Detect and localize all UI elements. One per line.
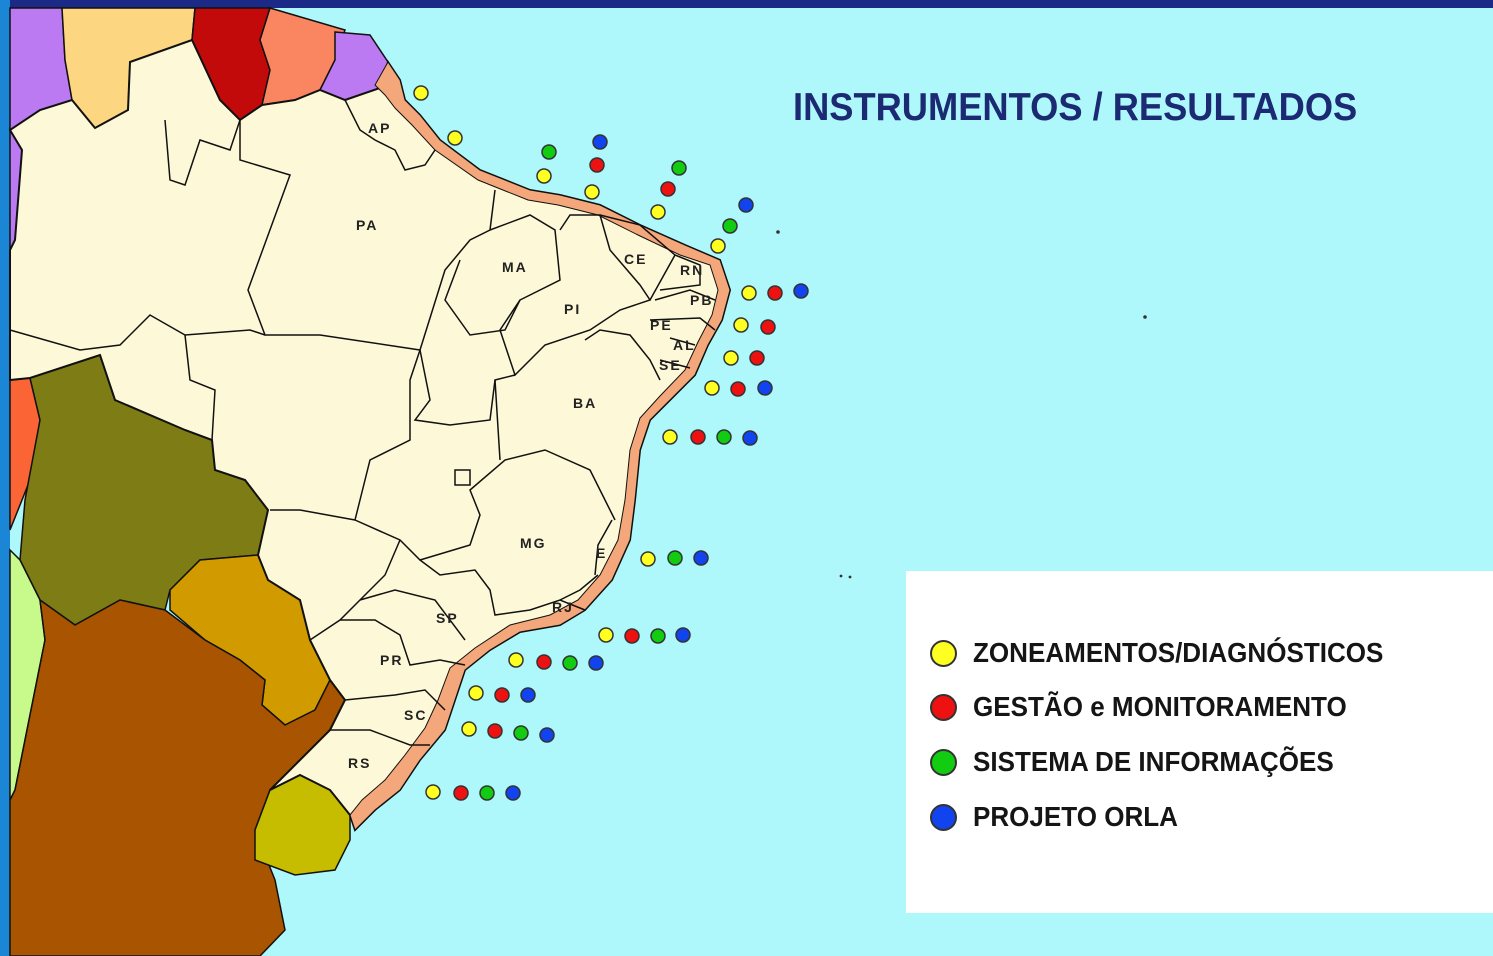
indicator-dot-gestao <box>487 723 503 739</box>
indicator-dot-sistema <box>716 429 732 445</box>
indicator-dot-zoneamentos <box>640 551 656 567</box>
state-label-ce: CE <box>624 251 647 267</box>
indicator-dot-zoneamentos <box>468 685 484 701</box>
state-labels: AP PA MA PI CE RN PB PE AL SE BA MG E RJ… <box>348 120 713 771</box>
indicator-dot-sistema <box>513 725 529 741</box>
indicator-dot-orla <box>742 430 758 446</box>
legend-label: PROJETO ORLA <box>973 801 1178 832</box>
state-label-al: AL <box>673 337 696 353</box>
indicator-dot-zoneamentos <box>662 429 678 445</box>
indicator-dot-sistema <box>562 655 578 671</box>
page-title: INSTRUMENTOS / RESULTADOS <box>793 86 1358 129</box>
indicator-dot-gestao <box>767 285 783 301</box>
indicator-dot-zoneamentos <box>584 184 600 200</box>
indicator-dot-gestao <box>690 429 706 445</box>
legend-label: SISTEMA DE INFORMAÇÕES <box>973 746 1334 777</box>
indicator-dot-zoneamentos <box>425 784 441 800</box>
indicator-dot-gestao <box>536 654 552 670</box>
indicator-dot-orla <box>505 785 521 801</box>
indicator-dot-zoneamentos <box>598 627 614 643</box>
indicator-dot-gestao <box>660 181 676 197</box>
state-label-pi: PI <box>564 301 581 317</box>
indicator-dot-orla <box>539 727 555 743</box>
legend-item-gestao: GESTÃO e MONITORAMENTO <box>930 687 1375 727</box>
legend-item-sistema: SISTEMA DE INFORMAÇÕES <box>930 742 1361 782</box>
indicator-dot-gestao <box>749 350 765 366</box>
indicator-dot-gestao <box>494 687 510 703</box>
indicator-dot-orla <box>675 627 691 643</box>
legend: ZONEAMENTOS/DIAGNÓSTICOS GESTÃO e MONITO… <box>906 571 1493 913</box>
state-label-ma: MA <box>502 259 528 275</box>
indicator-dot-zoneamentos <box>710 238 726 254</box>
state-borders <box>9 99 716 746</box>
indicator-dot-zoneamentos <box>461 721 477 737</box>
indicator-dot-zoneamentos <box>733 317 749 333</box>
indicator-dot-orla <box>588 655 604 671</box>
indicator-dot-orla <box>693 550 709 566</box>
indicator-dot-sistema <box>671 160 687 176</box>
indicator-dot-gestao <box>760 319 776 335</box>
legend-item-orla: PROJETO ORLA <box>930 797 1193 837</box>
indicator-dot-orla <box>738 197 754 213</box>
islands <box>776 230 1147 579</box>
indicator-dot-orla <box>520 687 536 703</box>
state-label-ap: AP <box>368 120 391 136</box>
indicator-dots <box>413 85 809 801</box>
state-label-rn: RN <box>680 262 704 278</box>
indicator-dot-zoneamentos <box>413 85 429 101</box>
state-label-mg: MG <box>520 535 547 551</box>
state-label-pr: PR <box>380 652 403 668</box>
indicator-dot-zoneamentos <box>723 350 739 366</box>
indicator-dot-zoneamentos <box>741 285 757 301</box>
red-circle-icon <box>930 693 957 721</box>
state-label-se: SE <box>659 357 682 373</box>
indicator-dot-gestao <box>453 785 469 801</box>
coastal-zone-strip <box>349 61 731 831</box>
indicator-dot-zoneamentos <box>447 130 463 146</box>
brazil <box>8 38 732 832</box>
indicator-dot-sistema <box>667 550 683 566</box>
indicator-dot-zoneamentos <box>650 204 666 220</box>
left-frame-bar <box>0 0 10 956</box>
state-label-pa: PA <box>356 217 378 233</box>
indicator-dot-zoneamentos <box>536 168 552 184</box>
indicator-dot-orla <box>793 283 809 299</box>
state-label-es: E <box>596 545 607 561</box>
legend-label: ZONEAMENTOS/DIAGNÓSTICOS <box>973 637 1384 668</box>
indicator-dot-sistema <box>479 785 495 801</box>
state-label-ba: BA <box>573 395 597 411</box>
green-circle-icon <box>930 748 957 776</box>
state-label-pe: PE <box>650 317 673 333</box>
indicator-dot-gestao <box>589 157 605 173</box>
indicator-dot-gestao <box>624 628 640 644</box>
indicator-dot-zoneamentos <box>704 380 720 396</box>
state-label-rs: RS <box>348 755 371 771</box>
legend-label: GESTÃO e MONITORAMENTO <box>973 691 1347 722</box>
state-label-pb: PB <box>690 292 713 308</box>
indicator-dot-orla <box>757 380 773 396</box>
yellow-circle-icon <box>930 639 957 667</box>
indicator-dot-zoneamentos <box>508 652 524 668</box>
state-label-rj: RJ <box>552 599 574 615</box>
state-label-sc: SC <box>404 707 427 723</box>
state-label-sp: SP <box>436 610 459 626</box>
neighbouring-countries <box>9 7 389 956</box>
legend-item-zoneamentos: ZONEAMENTOS/DIAGNÓSTICOS <box>930 633 1414 673</box>
indicator-dot-sistema <box>541 144 557 160</box>
indicator-dot-gestao <box>730 381 746 397</box>
top-frame-bar <box>0 0 1493 8</box>
indicator-dot-sistema <box>722 218 738 234</box>
indicator-dot-orla <box>592 134 608 150</box>
indicator-dot-sistema <box>650 628 666 644</box>
blue-circle-icon <box>930 803 957 831</box>
